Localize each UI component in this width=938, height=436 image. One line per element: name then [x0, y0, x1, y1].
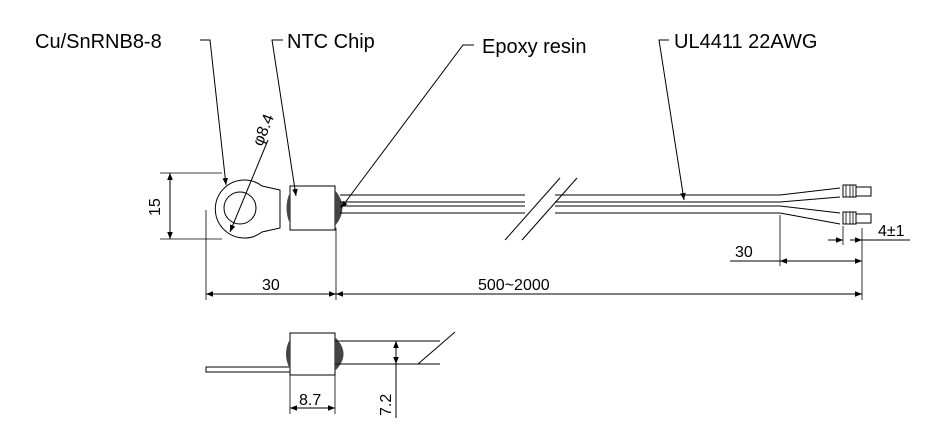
ntc-chip-body — [289, 185, 336, 231]
dim-hole-diameter: φ8.4 — [250, 112, 278, 149]
side-chip-body — [289, 332, 336, 376]
side-epoxy-right — [335, 337, 344, 371]
dim-lead-length: 500~2000 — [478, 277, 550, 294]
tinned-tips — [842, 184, 872, 225]
dim-strip-length: 30 — [735, 244, 753, 261]
terminal-hole — [223, 191, 257, 225]
dim-body-width: 8.7 — [299, 392, 321, 409]
top-view — [160, 39, 910, 300]
epoxy-right — [335, 190, 343, 226]
dim-ring-height: 15 — [147, 198, 164, 216]
strip-dim — [730, 215, 862, 266]
side-wires — [340, 331, 456, 365]
epoxy-left — [286, 192, 290, 224]
dim-tin-length: 4±1 — [878, 223, 905, 240]
callout-terminal-material: Cu/SnRNB8-8 — [35, 31, 162, 53]
side-view — [205, 331, 456, 418]
side-epoxy-left — [286, 339, 290, 369]
hole-dim-line — [229, 139, 269, 233]
body-thickness-dim — [335, 340, 402, 418]
body-width-dim — [289, 375, 336, 414]
break-symbol — [504, 177, 578, 241]
lead-wires — [340, 187, 841, 225]
ring-terminal — [214, 179, 281, 239]
side-terminal-tab — [205, 366, 291, 373]
tin-dim — [828, 226, 910, 245]
leader-lines — [200, 39, 686, 209]
callout-ntc-chip: NTC Chip — [287, 31, 375, 53]
dim-body-thickness: 7.2 — [378, 394, 395, 416]
height-dim — [160, 172, 222, 240]
callout-wire: UL4411 22AWG — [674, 31, 817, 53]
callout-epoxy-resin: Epoxy resin — [482, 36, 587, 58]
dim-body-length: 30 — [262, 277, 280, 294]
